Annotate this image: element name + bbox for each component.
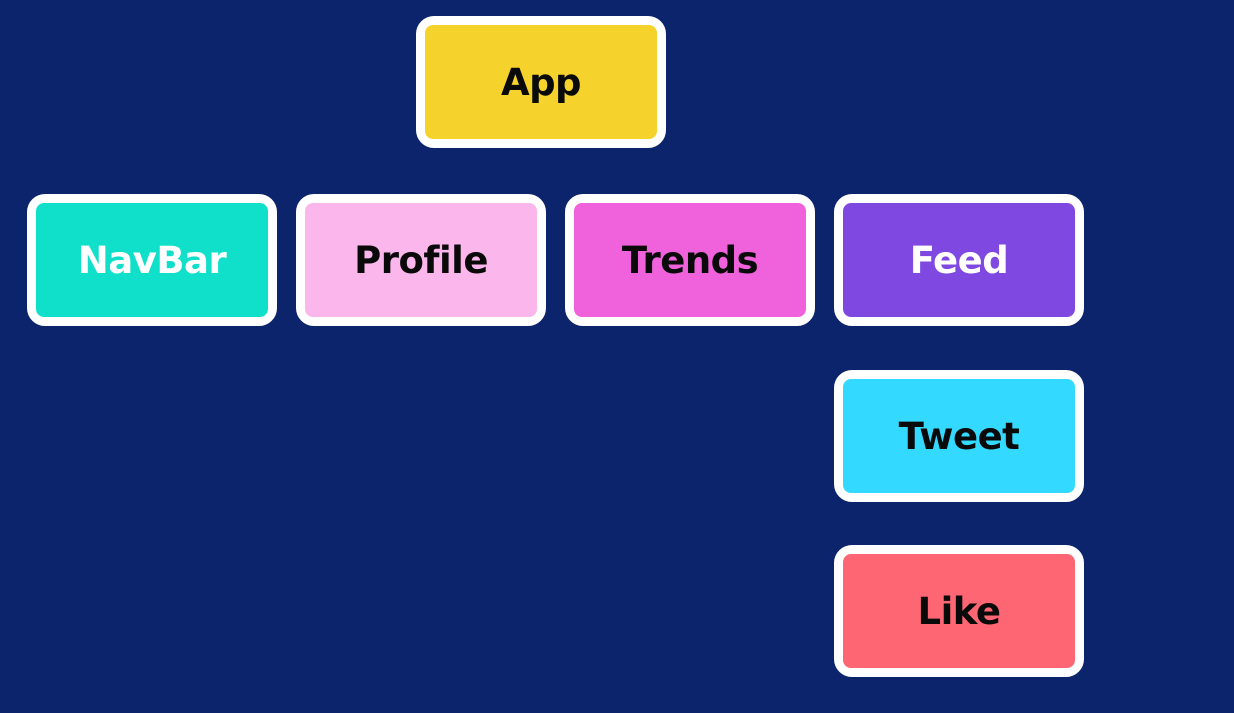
node-profile-label: Profile [354,238,488,282]
node-tweet-label: Tweet [898,414,1020,458]
node-app-label: App [500,60,582,104]
node-app-fill [425,25,657,139]
node-feed: Feed [834,194,1084,326]
node-like-label: Like [917,589,1001,633]
node-tweet: Tweet [834,370,1084,502]
node-like-fill [843,554,1075,668]
node-navbar-fill [36,203,268,317]
node-trends-fill [574,203,806,317]
node-tweet-fill [843,379,1075,493]
node-like: Like [834,545,1084,677]
node-profile: Profile [296,194,546,326]
node-app: App [416,16,666,148]
node-profile-fill [305,203,537,317]
node-feed-label: Feed [909,238,1009,282]
node-trends: Trends [565,194,815,326]
node-trends-label: Trends [621,238,759,282]
node-feed-fill [843,203,1075,317]
node-navbar-label: NavBar [77,238,227,282]
node-navbar: NavBar [27,194,277,326]
